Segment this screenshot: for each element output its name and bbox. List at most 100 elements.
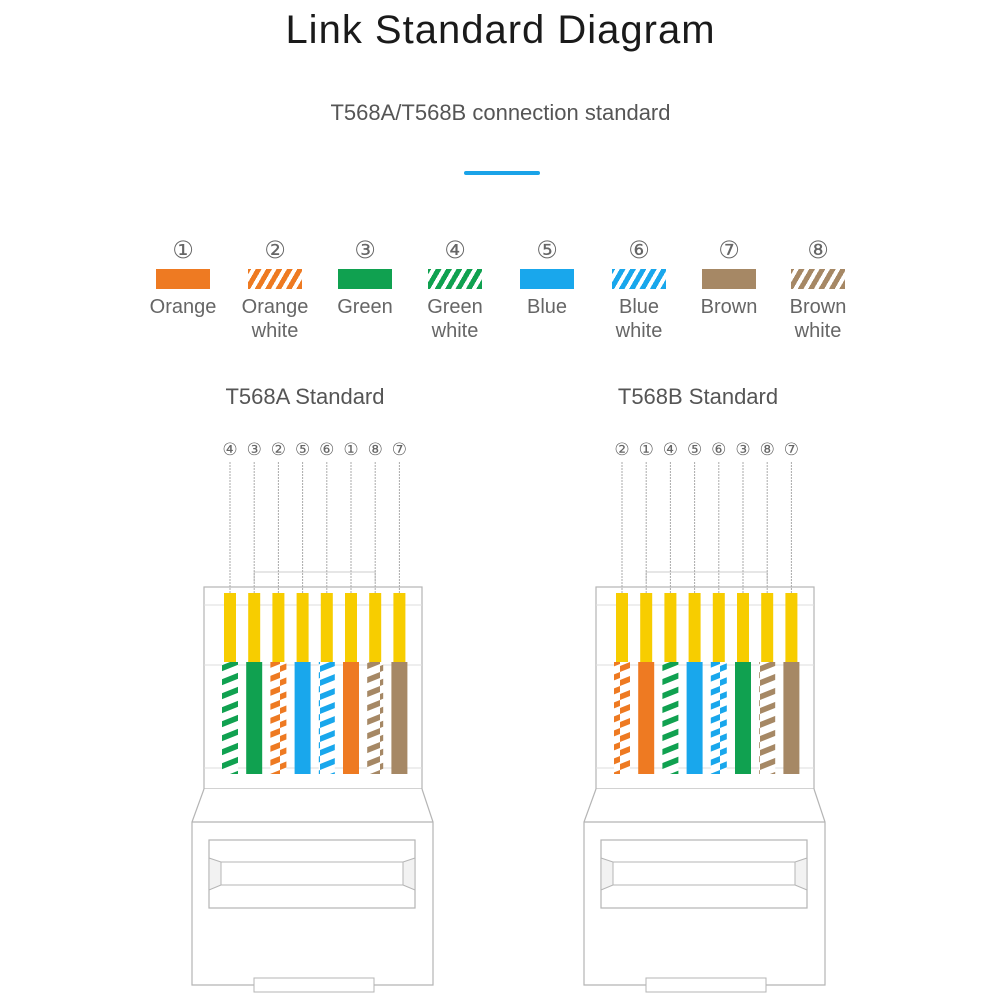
solid-color-swatch (338, 269, 392, 289)
legend-item: ⑦ Brown (684, 237, 774, 319)
wire-conductor (638, 662, 655, 774)
legend-label-line2: white (615, 320, 663, 342)
gold-contact (320, 593, 333, 663)
pin-label: ② (271, 440, 286, 460)
latch-side (402, 857, 416, 891)
gold-contact (688, 593, 701, 663)
pin-label: ⑧ (368, 440, 383, 460)
legend-number: ② (264, 237, 286, 264)
legend-number: ③ (354, 237, 376, 264)
legend-number: ⑦ (718, 237, 740, 264)
latch-side (794, 857, 808, 891)
legend-label: Orange (241, 296, 309, 318)
gold-contact (737, 593, 749, 663)
gold-contact (393, 593, 406, 663)
latch-window (208, 839, 416, 909)
pin-label: ③ (247, 440, 262, 460)
t568a-title: T568A Standard (225, 384, 385, 409)
pin-label: ④ (663, 440, 678, 460)
gold-contact (761, 593, 774, 663)
pin-label: ① (343, 440, 358, 460)
wire-conductor (710, 662, 727, 774)
gold-contact (664, 593, 677, 663)
pin-label: ⑦ (392, 440, 407, 460)
legend-number: ① (172, 237, 194, 264)
legend-number: ⑧ (807, 237, 829, 264)
wire-conductor (246, 662, 263, 774)
legend-label: Orange (149, 296, 217, 318)
legend-label: Brown (700, 296, 758, 318)
wire-conductor (759, 662, 776, 774)
wire-conductor (318, 662, 335, 774)
solid-color-swatch (156, 269, 210, 289)
gold-contact (785, 593, 798, 663)
pin-label: ② (614, 440, 629, 460)
connector-body (595, 586, 815, 790)
gold-contact (369, 593, 382, 663)
legend-label-line2: white (251, 320, 299, 342)
wire-conductor (270, 662, 287, 774)
striped-color-swatch (248, 269, 302, 289)
pin-label: ⑦ (784, 440, 799, 460)
wire-conductor (343, 662, 359, 774)
striped-color-swatch (428, 269, 482, 289)
wire-conductor (222, 662, 238, 774)
legend-label: Green (337, 296, 393, 318)
legend-item: ③ Green (320, 237, 410, 319)
wire-conductor (783, 662, 800, 774)
gold-contact (345, 593, 357, 663)
wire-conductor (735, 662, 751, 774)
latch-side (600, 857, 614, 891)
accent-divider (464, 171, 540, 175)
wire-conductor (294, 662, 311, 774)
striped-color-swatch (612, 269, 666, 289)
connector-body (203, 586, 423, 790)
pin-label: ⑧ (760, 440, 775, 460)
legend-label-line2: white (794, 320, 842, 342)
wire-conductor (367, 662, 384, 774)
lead-bracket (645, 571, 768, 582)
legend-number: ⑤ (536, 237, 558, 264)
legend-label: Blue (618, 296, 660, 318)
wire-conductor (614, 662, 630, 774)
pin-label: ⑤ (295, 440, 310, 460)
t568b-title: T568B Standard (617, 384, 779, 409)
solid-color-swatch (520, 269, 574, 289)
gold-contact (296, 593, 309, 663)
legend-label: Brown (789, 296, 847, 318)
legend-number: ④ (444, 237, 466, 264)
striped-color-swatch (791, 269, 845, 289)
wire-conductor (662, 662, 679, 774)
legend-label: Blue (526, 296, 568, 318)
gold-contact (272, 593, 285, 663)
legend-item: ⑤ Blue (502, 237, 592, 319)
pin-label: ⑥ (711, 440, 726, 460)
legend-label: Green (427, 296, 483, 318)
pin-label: ④ (222, 440, 237, 460)
gold-contact (616, 593, 628, 663)
legend-label-line2: white (431, 320, 479, 342)
gold-contact (224, 593, 236, 663)
latch-side (208, 857, 222, 891)
gold-contact (248, 593, 261, 663)
page-title: Link Standard Diagram (285, 8, 716, 52)
legend-number: ⑥ (628, 237, 650, 264)
pin-label: ① (639, 440, 654, 460)
pin-label: ③ (735, 440, 750, 460)
lead-bracket (253, 571, 376, 582)
solid-color-swatch (702, 269, 756, 289)
boot-tab (645, 977, 767, 993)
pin-label: ⑤ (687, 440, 702, 460)
latch-window (600, 839, 808, 909)
pin-label: ⑥ (319, 440, 334, 460)
page-subtitle: T568A/T568B connection standard (330, 100, 671, 125)
gold-contact (640, 593, 653, 663)
gold-contact (712, 593, 725, 663)
legend-item: ① Orange (138, 237, 228, 319)
wire-conductor (391, 662, 408, 774)
